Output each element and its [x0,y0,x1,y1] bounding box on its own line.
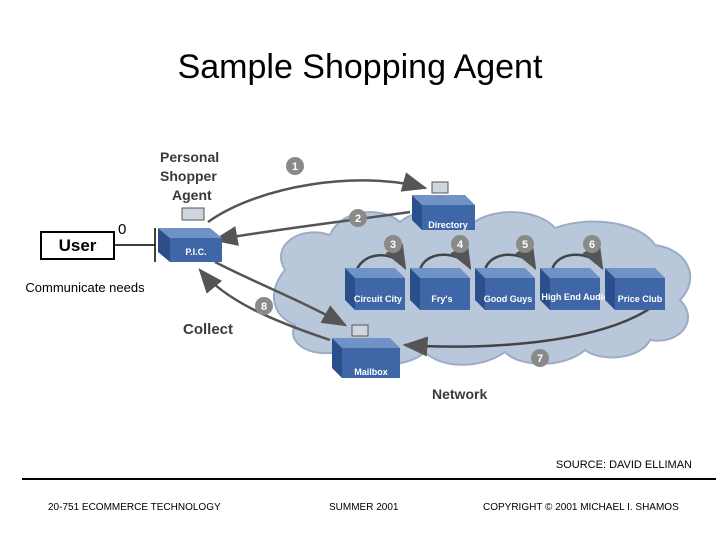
step-zero-label: 0 [118,221,127,238]
arrow-step-7 [402,303,656,357]
svg-text:High End Audio: High End Audio [541,292,609,302]
svg-text:1: 1 [292,161,298,173]
arrow-step-2 [212,210,411,246]
mailbox-node: Mailbox [332,324,400,378]
svg-text:7: 7 [537,353,543,365]
svg-text:Directory: Directory [428,220,468,230]
directory-node: Directory [412,181,475,230]
arrow-pic-to-stores [214,260,348,327]
pic-node: P.I.C. [158,207,222,262]
step-5-badge: 5 [516,235,534,253]
footer-course: 20-751 ECOMMERCE TECHNOLOGY [48,502,221,513]
arrow-step-1 [207,172,428,224]
slide-title: Sample Shopping Agent [177,48,543,86]
arrow-step-8 [198,268,331,342]
store-high-end-audio: High End Audio [540,268,609,310]
communicate-needs-label: Communicate needs [25,280,145,295]
svg-text:Fry's: Fry's [431,294,452,304]
svg-text:Mailbox: Mailbox [354,367,388,377]
svg-text:4: 4 [457,239,464,251]
svg-text:5: 5 [522,239,528,251]
step-4-badge: 4 [451,235,469,253]
collect-label: Collect [183,321,233,338]
step-8-badge: 8 [255,297,273,315]
arrow-step-4 [418,243,472,271]
store-price-club: Price Club [605,268,665,310]
source-credit: SOURCE: DAVID ELLIMAN [555,459,692,471]
footer-term: SUMMER 2001 [329,502,399,513]
svg-text:P.I.C.: P.I.C. [185,247,206,257]
svg-text:6: 6 [589,239,595,251]
step-1-badge: 1 [286,157,304,175]
svg-text:Circuit City: Circuit City [354,294,402,304]
svg-text:Good Guys: Good Guys [484,294,533,304]
store-good-guys: Good Guys [475,268,535,310]
svg-text:2: 2 [355,213,361,225]
step-3-badge: 3 [384,235,402,253]
step-2-badge: 2 [349,209,367,227]
store-circuit-city: Circuit City [345,268,405,310]
store-frys: Fry's [410,268,470,310]
arrow-step-5 [483,243,537,271]
footer-copyright: COPYRIGHT © 2001 MICHAEL I. SHAMOS [483,502,679,513]
svg-text:8: 8 [261,301,267,313]
footer-divider [22,478,716,480]
svg-text:3: 3 [390,239,396,251]
network-label: Network [432,386,487,402]
arrow-step-6 [550,243,604,271]
personal-shopper-label: Personal Shopper Agent [160,149,223,203]
step-7-badge: 7 [531,349,549,367]
svg-text:Price Club: Price Club [618,294,663,304]
step-6-badge: 6 [583,235,601,253]
user-box: User [40,231,115,260]
